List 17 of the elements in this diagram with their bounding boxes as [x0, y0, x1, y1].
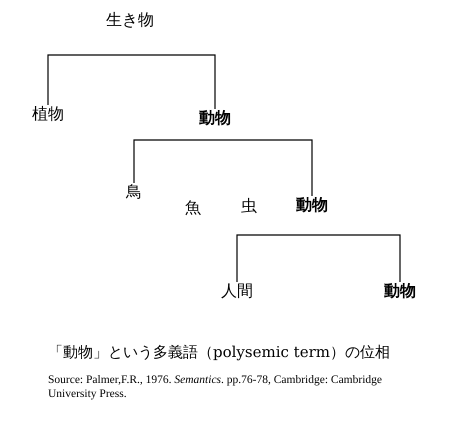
tree-word: 人間: [221, 282, 253, 300]
tree-word: 植物: [32, 105, 64, 123]
caption: 「動物」という多義語（polysemic term）の位相: [48, 343, 390, 362]
bracket-line: [312, 234, 401, 282]
tree-word: 動物: [296, 196, 328, 214]
tree-word: 動物: [384, 282, 416, 300]
bracket-line: [236, 234, 312, 282]
tree-word: 鳥: [126, 183, 142, 201]
root-word: 生き物: [106, 11, 154, 29]
tree-word: 魚: [185, 199, 201, 217]
tree-word: 虫: [241, 197, 257, 215]
bracket-line: [133, 139, 215, 183]
tree-word: 動物: [199, 109, 231, 127]
bracket-line: [130, 54, 216, 109]
source-note: Source: Palmer,F.R., 1976. Semantics. pp.76-78, Cambridge: Cambridge University Press.: [48, 373, 384, 401]
bracket-line: [47, 54, 130, 105]
bracket-line: [215, 139, 313, 196]
